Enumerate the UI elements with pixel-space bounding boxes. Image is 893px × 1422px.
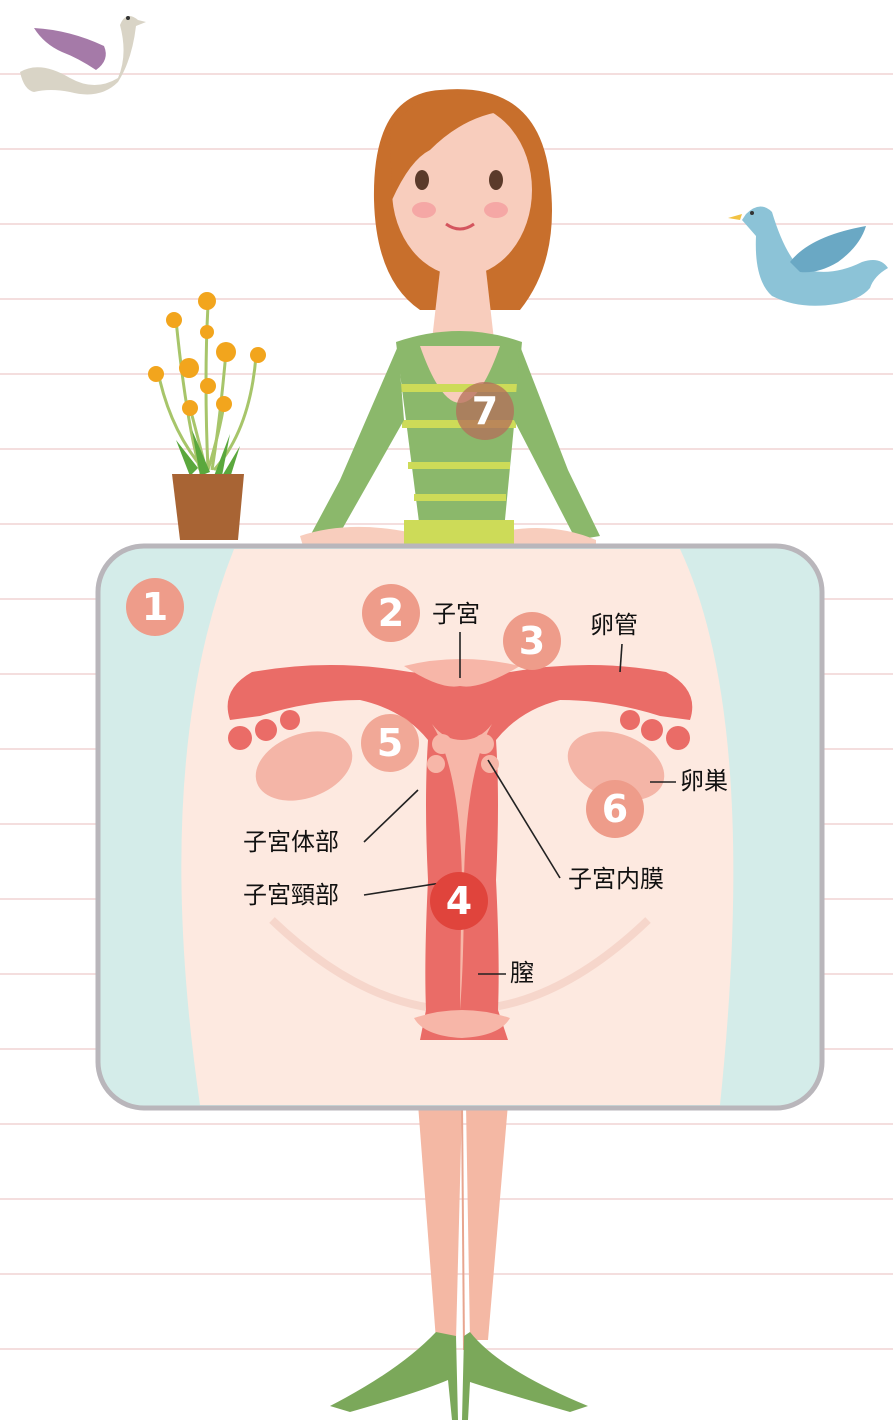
label-endometrium: 子宮内膜 <box>568 868 664 892</box>
label-uterus: 子宮 <box>432 603 480 627</box>
marker-7: 7 <box>456 382 514 440</box>
label-vagina: 膣 <box>510 962 534 986</box>
label-cervix: 子宮頸部 <box>243 884 339 908</box>
label-ovary: 卵巣 <box>680 770 728 794</box>
marker-3: 3 <box>503 612 561 670</box>
blue-bird-illustration <box>728 206 888 305</box>
marker-4: 4 <box>430 872 488 930</box>
woman-illustration <box>300 89 600 556</box>
flower-pot-illustration <box>148 292 266 540</box>
label-uterine-body: 子宮体部 <box>243 831 339 855</box>
marker-6: 6 <box>586 780 644 838</box>
marker-2: 2 <box>362 584 420 642</box>
label-fallopian-tube: 卵管 <box>590 614 638 638</box>
marker-1: 1 <box>126 578 184 636</box>
purple-bird-illustration <box>20 16 146 94</box>
legs-illustration <box>330 1104 588 1420</box>
marker-5: 5 <box>361 714 419 772</box>
